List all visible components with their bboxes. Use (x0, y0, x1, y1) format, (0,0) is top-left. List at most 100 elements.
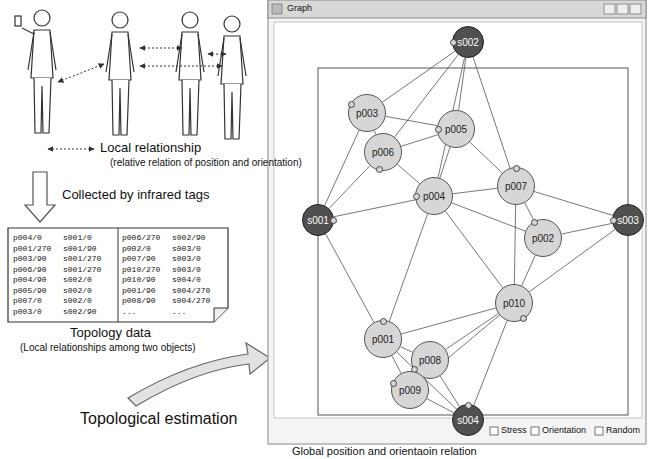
table-cell: ... (172, 307, 186, 316)
node-label: p004 (423, 191, 445, 202)
orientation-marker (348, 101, 355, 108)
graph-edge (334, 200, 416, 217)
graph-edge (401, 135, 438, 147)
graph-edge (326, 234, 374, 322)
node-label: p005 (445, 124, 467, 135)
table-cell: s004/0 (172, 275, 201, 284)
node-label: p007 (505, 181, 527, 192)
topology-document (8, 228, 228, 322)
object-node: p009 (391, 371, 429, 409)
graph-edge (470, 142, 502, 173)
graph-edge (534, 192, 613, 216)
node-label: p009 (399, 385, 421, 396)
node-label: p006 (372, 147, 394, 158)
table-cell: s002/90 (63, 307, 97, 316)
node-label: p002 (532, 233, 554, 244)
table-cell: p005/90 (13, 286, 47, 295)
table-cell: s001/270 (63, 265, 101, 274)
table-cell: p002/0 (122, 244, 151, 253)
table-cell: p007/0 (13, 296, 42, 305)
graph-edge (440, 147, 450, 178)
orientation-marker (520, 315, 527, 322)
graph-edge (386, 116, 438, 125)
checkbox (490, 427, 498, 435)
table-cell: p010/90 (122, 275, 156, 284)
orientation-marker (450, 39, 457, 46)
object-node: p002 (524, 219, 562, 257)
table-cell: s004/270 (172, 286, 210, 295)
legend-note: (relative relation of position and orien… (110, 157, 302, 169)
graph-edge (522, 255, 536, 285)
down-arrow (25, 172, 55, 222)
table-cell: p004/90 (13, 275, 47, 284)
node-label: s004 (457, 415, 479, 426)
graph-edge (453, 188, 497, 193)
table-cell: p003/90 (13, 254, 47, 263)
node-label: p008 (419, 355, 441, 366)
node-label: s001 (307, 215, 329, 226)
orientation-marker (390, 380, 397, 387)
phone (15, 16, 21, 26)
document-note: (Local relationships among two objects) (20, 342, 196, 354)
graph-edge (392, 356, 401, 373)
graph-edge (383, 51, 455, 102)
orientation-marker (610, 217, 617, 224)
checkbox-label: Orientation (542, 425, 586, 435)
document-title: Topology data (70, 326, 151, 341)
node-label: s003 (617, 215, 639, 226)
node-label: p003 (356, 108, 378, 119)
orientation-marker (513, 165, 520, 172)
table-cell: s002/0 (63, 296, 92, 305)
orientation-marker (531, 219, 538, 226)
orientation-marker (330, 217, 337, 224)
station-node: s003 (612, 204, 644, 236)
graph-edge (397, 164, 419, 183)
caption-label: Global position and orientaoin relation (292, 445, 477, 458)
checkbox-label: Stress (501, 425, 527, 435)
graph-edge (325, 130, 359, 205)
object-node: p006 (364, 133, 402, 171)
table-cell: p006/90 (13, 265, 47, 274)
checkbox (531, 427, 539, 435)
table-cell: s003/0 (172, 254, 201, 263)
step-label: Collected by infrared tags (62, 188, 209, 203)
station-node: s001 (302, 204, 334, 236)
table-cell: p008/90 (122, 296, 156, 305)
table-cell: s003/0 (172, 265, 201, 274)
table-cell: p001/90 (122, 286, 156, 295)
graph-edge (452, 203, 526, 231)
relation-arrows (48, 48, 226, 149)
object-node: p007 (497, 167, 535, 205)
graph-edge (440, 376, 459, 406)
graph-edge (446, 314, 499, 350)
table-cell: s001/0 (63, 233, 92, 242)
table-cell: s003/0 (172, 244, 201, 253)
node-label: p010 (503, 298, 525, 309)
table-cell: p004/0 (13, 233, 42, 242)
graph-edge (473, 57, 510, 168)
station-node: s004 (452, 404, 484, 436)
object-node: p005 (437, 110, 475, 148)
checkbox-label: Random (606, 425, 640, 435)
orientation-marker (435, 126, 442, 133)
table-cell: p006/270 (122, 233, 160, 242)
object-node: p001 (364, 320, 402, 358)
table-cell: ... (122, 307, 136, 316)
window-title: Graph (287, 3, 312, 13)
table-cell: s002/0 (63, 275, 92, 284)
graph-edge (329, 166, 370, 209)
station-node: s002 (452, 26, 484, 58)
graph-edge (459, 58, 466, 110)
object-node: p004 (415, 177, 453, 215)
process-label: Topological estimation (80, 410, 237, 428)
table-cell: s001/270 (63, 254, 101, 263)
table-cell: s004/270 (172, 296, 210, 305)
table-cell: p007/90 (122, 254, 156, 263)
graph-window (268, 0, 646, 444)
orientation-marker (465, 402, 472, 409)
graph-edge (427, 399, 454, 413)
graph-edge (400, 347, 412, 352)
orientation-marker (380, 318, 387, 325)
graph-edge (562, 223, 613, 234)
graph-edge (474, 321, 507, 405)
